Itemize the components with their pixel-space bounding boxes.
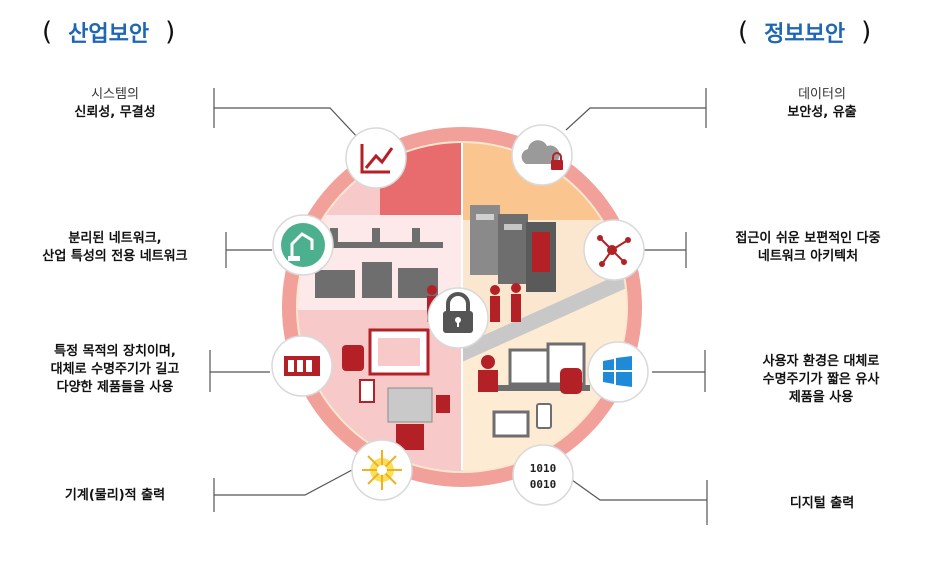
binary-line-2: 0010 <box>530 478 557 491</box>
label-line: 특정 목적의 장치이며, <box>54 344 176 359</box>
label-line: 시스템의 <box>91 87 139 102</box>
label-line: 네트워크 아키텍처 <box>757 249 859 264</box>
right-label-network: 접근이 쉬운 보편적인 다중 네트워크 아키텍처 <box>693 230 923 266</box>
label-line: 디지털 출력 <box>789 496 855 511</box>
label-line: 수명주기가 짧은 유사 <box>762 372 880 387</box>
right-label-data: 데이터의 보안성, 유출 <box>707 86 937 122</box>
left-label-reliability: 시스템의 신뢰성, 무결성 <box>0 86 230 122</box>
header-industrial-security: ( 산업보안 ) <box>42 16 175 48</box>
label-line: 산업 특성의 전용 네트워크 <box>42 249 188 264</box>
industrial-devices <box>342 328 450 450</box>
windows-icon <box>587 341 649 403</box>
plc-module-icon <box>271 335 333 397</box>
header-open-paren: ( <box>738 17 749 47</box>
label-line: 기계(물리)적 출력 <box>64 488 166 503</box>
header-close-paren: ) <box>861 17 872 47</box>
header-open-paren: ( <box>42 17 53 47</box>
label-line: 접근이 쉬운 보편적인 다중 <box>735 231 881 246</box>
network-nodes-icon <box>583 219 645 281</box>
header-title: 정보보안 <box>764 22 846 47</box>
padlock-icon <box>427 287 489 349</box>
left-label-output: 기계(물리)적 출력 <box>0 487 230 505</box>
label-line: 사용자 환경은 대체로 <box>762 354 880 369</box>
trend-chart-icon <box>345 127 407 189</box>
right-connectors <box>565 88 708 525</box>
label-line: 신뢰성, 무결성 <box>74 105 156 120</box>
header-information-security: ( 정보보안 ) <box>738 16 871 48</box>
info-divider-band <box>462 265 626 362</box>
header-close-paren: ) <box>165 17 176 47</box>
left-connectors <box>209 88 361 512</box>
label-line: 데이터의 <box>798 87 846 102</box>
server-racks <box>470 205 556 292</box>
binary-icon: 1010 0010 <box>512 444 574 506</box>
header-title: 산업보안 <box>68 22 150 47</box>
spark-icon <box>351 439 413 501</box>
binary-line-1: 1010 <box>530 462 557 475</box>
office-workstation <box>478 342 590 438</box>
label-line: 다양한 제품들을 사용 <box>56 380 174 395</box>
label-line: 분리된 네트워크, <box>68 231 162 246</box>
label-line: 보안성, 유출 <box>787 105 857 120</box>
robot-arm-icon <box>272 214 334 276</box>
label-line: 대체로 수명주기가 길고 <box>50 362 180 377</box>
left-label-devices: 특정 목적의 장치이며, 대체로 수명주기가 길고 다양한 제품들을 사용 <box>0 343 230 397</box>
right-label-user-env: 사용자 환경은 대체로 수명주기가 짧은 유사 제품을 사용 <box>706 353 936 407</box>
cloud-lock-icon <box>511 124 573 186</box>
label-line: 제품을 사용 <box>788 390 854 405</box>
right-label-output: 디지털 출력 <box>707 495 937 513</box>
factory-machines <box>315 228 443 298</box>
left-label-network: 분리된 네트워크, 산업 특성의 전용 네트워크 <box>0 230 230 266</box>
